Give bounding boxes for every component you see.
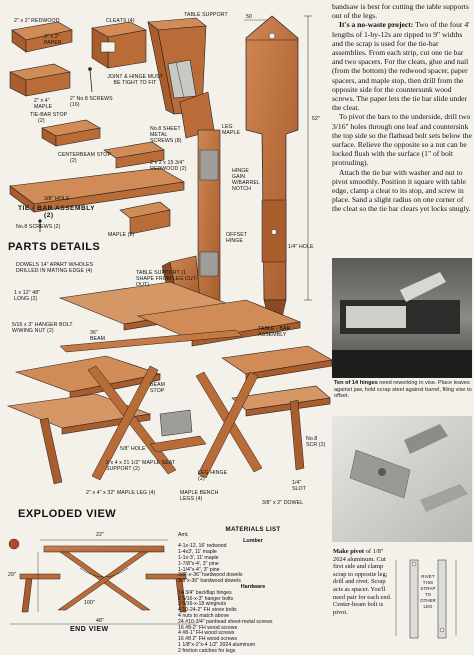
hardware-item: 4 10-24-2" FH stove bolts bbox=[178, 607, 237, 614]
label-dim-29: 29" bbox=[8, 572, 16, 578]
label-beam-36: 36" BEAM bbox=[90, 330, 106, 342]
lumber-title: Lumber bbox=[243, 537, 263, 544]
label-joint-hinge: JOINT & HINGE MUST BE TIGHT TO FIT bbox=[107, 74, 163, 86]
label-table-support: TABLE SUPPORT bbox=[184, 12, 228, 18]
label-dim-22: 22" bbox=[96, 532, 104, 538]
end-view-heading: END VIEW bbox=[70, 626, 109, 633]
label-hanger-bolt: 5/16 x 3" HANGER BOLT W/WING NUT (2) bbox=[12, 322, 73, 334]
hardware-item: 16 #8 2" FH wood screws bbox=[178, 636, 237, 643]
materials-amt-header: Amt. bbox=[178, 531, 189, 538]
para-2-lead: It's a no-waste project: bbox=[339, 20, 414, 30]
caption-hinges-lead: Ten of 14 hinges bbox=[334, 380, 378, 386]
label-table-support-shape: TABLE SUPPORT (1 SHAPE FROM LEG CUT-OUT) bbox=[136, 270, 198, 288]
label-seat-support: 2 x 4 x 21 1/2" MAPLE SEAT SUPPORT (2) bbox=[106, 460, 176, 472]
label-tie-bar-stop: TIE-BAR STOP bbox=[30, 112, 68, 118]
label-rivet-strap: RIVET THIS STRAP TO OTHER LEG bbox=[420, 574, 436, 609]
label-hole-58: 5/8" HOLE bbox=[120, 446, 146, 452]
label-beam-stop: BEAM STOP bbox=[150, 382, 166, 394]
label-tie-bar-assembly-count: (2) bbox=[44, 212, 54, 219]
label-hinge-gain: HINGE GAIN W/BARREL NOTCH bbox=[232, 168, 260, 192]
label-dim-52: 52" bbox=[312, 116, 320, 122]
label-no8-scr: No.8 SCR (2) bbox=[306, 436, 326, 448]
exploded-tabletop bbox=[6, 281, 333, 485]
label-tie-bar-assembly: TIE - BAR ASSEMBLY bbox=[18, 205, 96, 212]
hardware-item: 2 friction catches for legs bbox=[178, 647, 236, 654]
materials-title: MATERIALS LIST bbox=[225, 526, 281, 533]
label-sheet-metal-screws: No.8 SHEET METAL SCREWS (8) bbox=[150, 126, 182, 144]
label-centerbeam-stop: CENTERBEAM STOP bbox=[58, 152, 111, 158]
hardware-item: 4 nuts to match above bbox=[178, 612, 230, 619]
label-cleats: CLEATS (4) bbox=[106, 18, 135, 24]
label-leg-maple: LEG MAPLE bbox=[222, 124, 241, 136]
caption-hinges-body: need reworking in vise. Place leaves aga… bbox=[334, 380, 472, 400]
para-1: bandsaw is best for cutting the table su… bbox=[332, 2, 469, 21]
lumber-item: 3/8"x-36" hardwood dowels bbox=[178, 578, 241, 585]
para-2: It's a no-waste project: Two of the four… bbox=[332, 20, 472, 112]
label-slot-14: 1/4" SLOT bbox=[292, 480, 306, 492]
label-dowel-38: 3/8" x 2" DOWEL bbox=[262, 500, 304, 506]
caption-hinges: Ten of 14 hinges need reworking in vise.… bbox=[334, 380, 472, 400]
label-offset-hinge: OFFSET HINGE bbox=[226, 232, 247, 244]
hardware-item: 1 1/8"x-2"x-4 1/2" 2024 aluminum bbox=[178, 641, 256, 648]
label-maple-2: MAPLE (2) bbox=[108, 232, 135, 238]
materials-list: MATERIALS LIST Amt. Lumber 4-1x-12, 16' … bbox=[178, 527, 328, 655]
hardware-item: 24 #10-3/4" panhead sheet-metal screws bbox=[178, 618, 273, 625]
lumber-item: 4-1x-12, 16' redwood bbox=[178, 543, 227, 550]
para-3: To pivot the bars to the underside, dril… bbox=[332, 112, 472, 168]
hardware-item: 2 5/16-x-18 wingnuts bbox=[178, 601, 227, 608]
para-2-body: Two of the four 4' lengths of 1-by-12s a… bbox=[332, 20, 470, 113]
label-maple-2x4: 2" x 4" MAPLE bbox=[34, 98, 53, 110]
table-support-hinge bbox=[147, 17, 215, 139]
photo-pivot bbox=[332, 416, 472, 542]
leg-drawing bbox=[244, 15, 312, 319]
label-dim-48: 48" bbox=[96, 618, 104, 624]
hardware-item: 16 #8-2" FH wood screws bbox=[178, 624, 238, 631]
caption-pivot: Make pivot of 1/8" 2024 aluminum. Cut fi… bbox=[333, 548, 395, 616]
label-redwood-2x2: 2" x 2" REDWOOD bbox=[14, 18, 60, 24]
photo-hinge-vise bbox=[332, 258, 472, 378]
parts-details-heading: PARTS DETAILS bbox=[8, 241, 101, 253]
hardware-item: 4 #8-1" FH wood screws bbox=[178, 630, 235, 637]
instructions-column: bandsaw is best for cutting the table su… bbox=[332, 2, 472, 214]
hardware-item: 2 5/16-x-3" hanger bolts bbox=[178, 595, 234, 602]
label-48-long: 1 x 12" 48" LONG (2) bbox=[14, 290, 41, 302]
label-tie-bar-stop-count: (2) bbox=[38, 118, 45, 124]
cleat-drawing bbox=[9, 21, 147, 97]
label-hole-14: 1/4" HOLE bbox=[288, 244, 314, 250]
exploded-view-heading: EXPLODED VIEW bbox=[18, 508, 117, 520]
label-hole-38: 3/8" HOLE bbox=[44, 196, 70, 202]
label-maple-legs: 2" x 4" x 32" MAPLE LEG (4) bbox=[86, 490, 156, 496]
lumber-item: 1-4x3', 11' maple bbox=[178, 549, 217, 556]
lumber-item: 1-1x-3', 11' maple bbox=[178, 554, 219, 561]
caption-pivot-lead: Make pivot bbox=[333, 548, 365, 555]
lumber-item: 1-7/8"x-4', 3" pine bbox=[178, 560, 219, 567]
label-paper: 3" x 2" PAPER bbox=[44, 34, 62, 46]
label-dim-50: 50 bbox=[246, 14, 252, 20]
label-bench-legs: MAPLE BENCH LEGS (4) bbox=[180, 490, 219, 502]
lumber-item: 1-1/4"x-4", 3" pine bbox=[178, 566, 220, 573]
label-centerbeam-stop-count: (2) bbox=[70, 158, 77, 164]
hardware-title: Hardware bbox=[240, 583, 266, 590]
label-no8-screws-b: No.8 SCREWS (2) bbox=[16, 224, 61, 230]
caption-pivot-body: of 1/8" 2024 aluminum. Cut first side an… bbox=[333, 548, 392, 616]
hardware-item: 14 3/4" backflap hinges bbox=[178, 589, 232, 596]
pivot-diagram bbox=[395, 559, 457, 639]
para-4: Attach the tie bar with washer and nut t… bbox=[332, 167, 471, 214]
label-dowels: DOWELS 14" APART W/HOLES DRILLED IN MATI… bbox=[16, 262, 94, 274]
label-no8-screws: 2" No.8 SCREWS (16) bbox=[70, 96, 113, 108]
label-leg-hinge: LEG HINGE (2) bbox=[198, 470, 228, 482]
end-view-drawing bbox=[8, 538, 196, 625]
label-redwood-2x2b: 2 x 2 x 15 3/4" REDWOOD (2) bbox=[150, 160, 187, 172]
lumber-item: 3/8"-x-36" hardwood dowels bbox=[178, 572, 243, 579]
label-dim-100: 100" bbox=[84, 600, 95, 606]
label-table-assembly: TABLE - BAR ASSEMBLY bbox=[258, 326, 291, 338]
tie-bar-assembly bbox=[9, 119, 185, 235]
